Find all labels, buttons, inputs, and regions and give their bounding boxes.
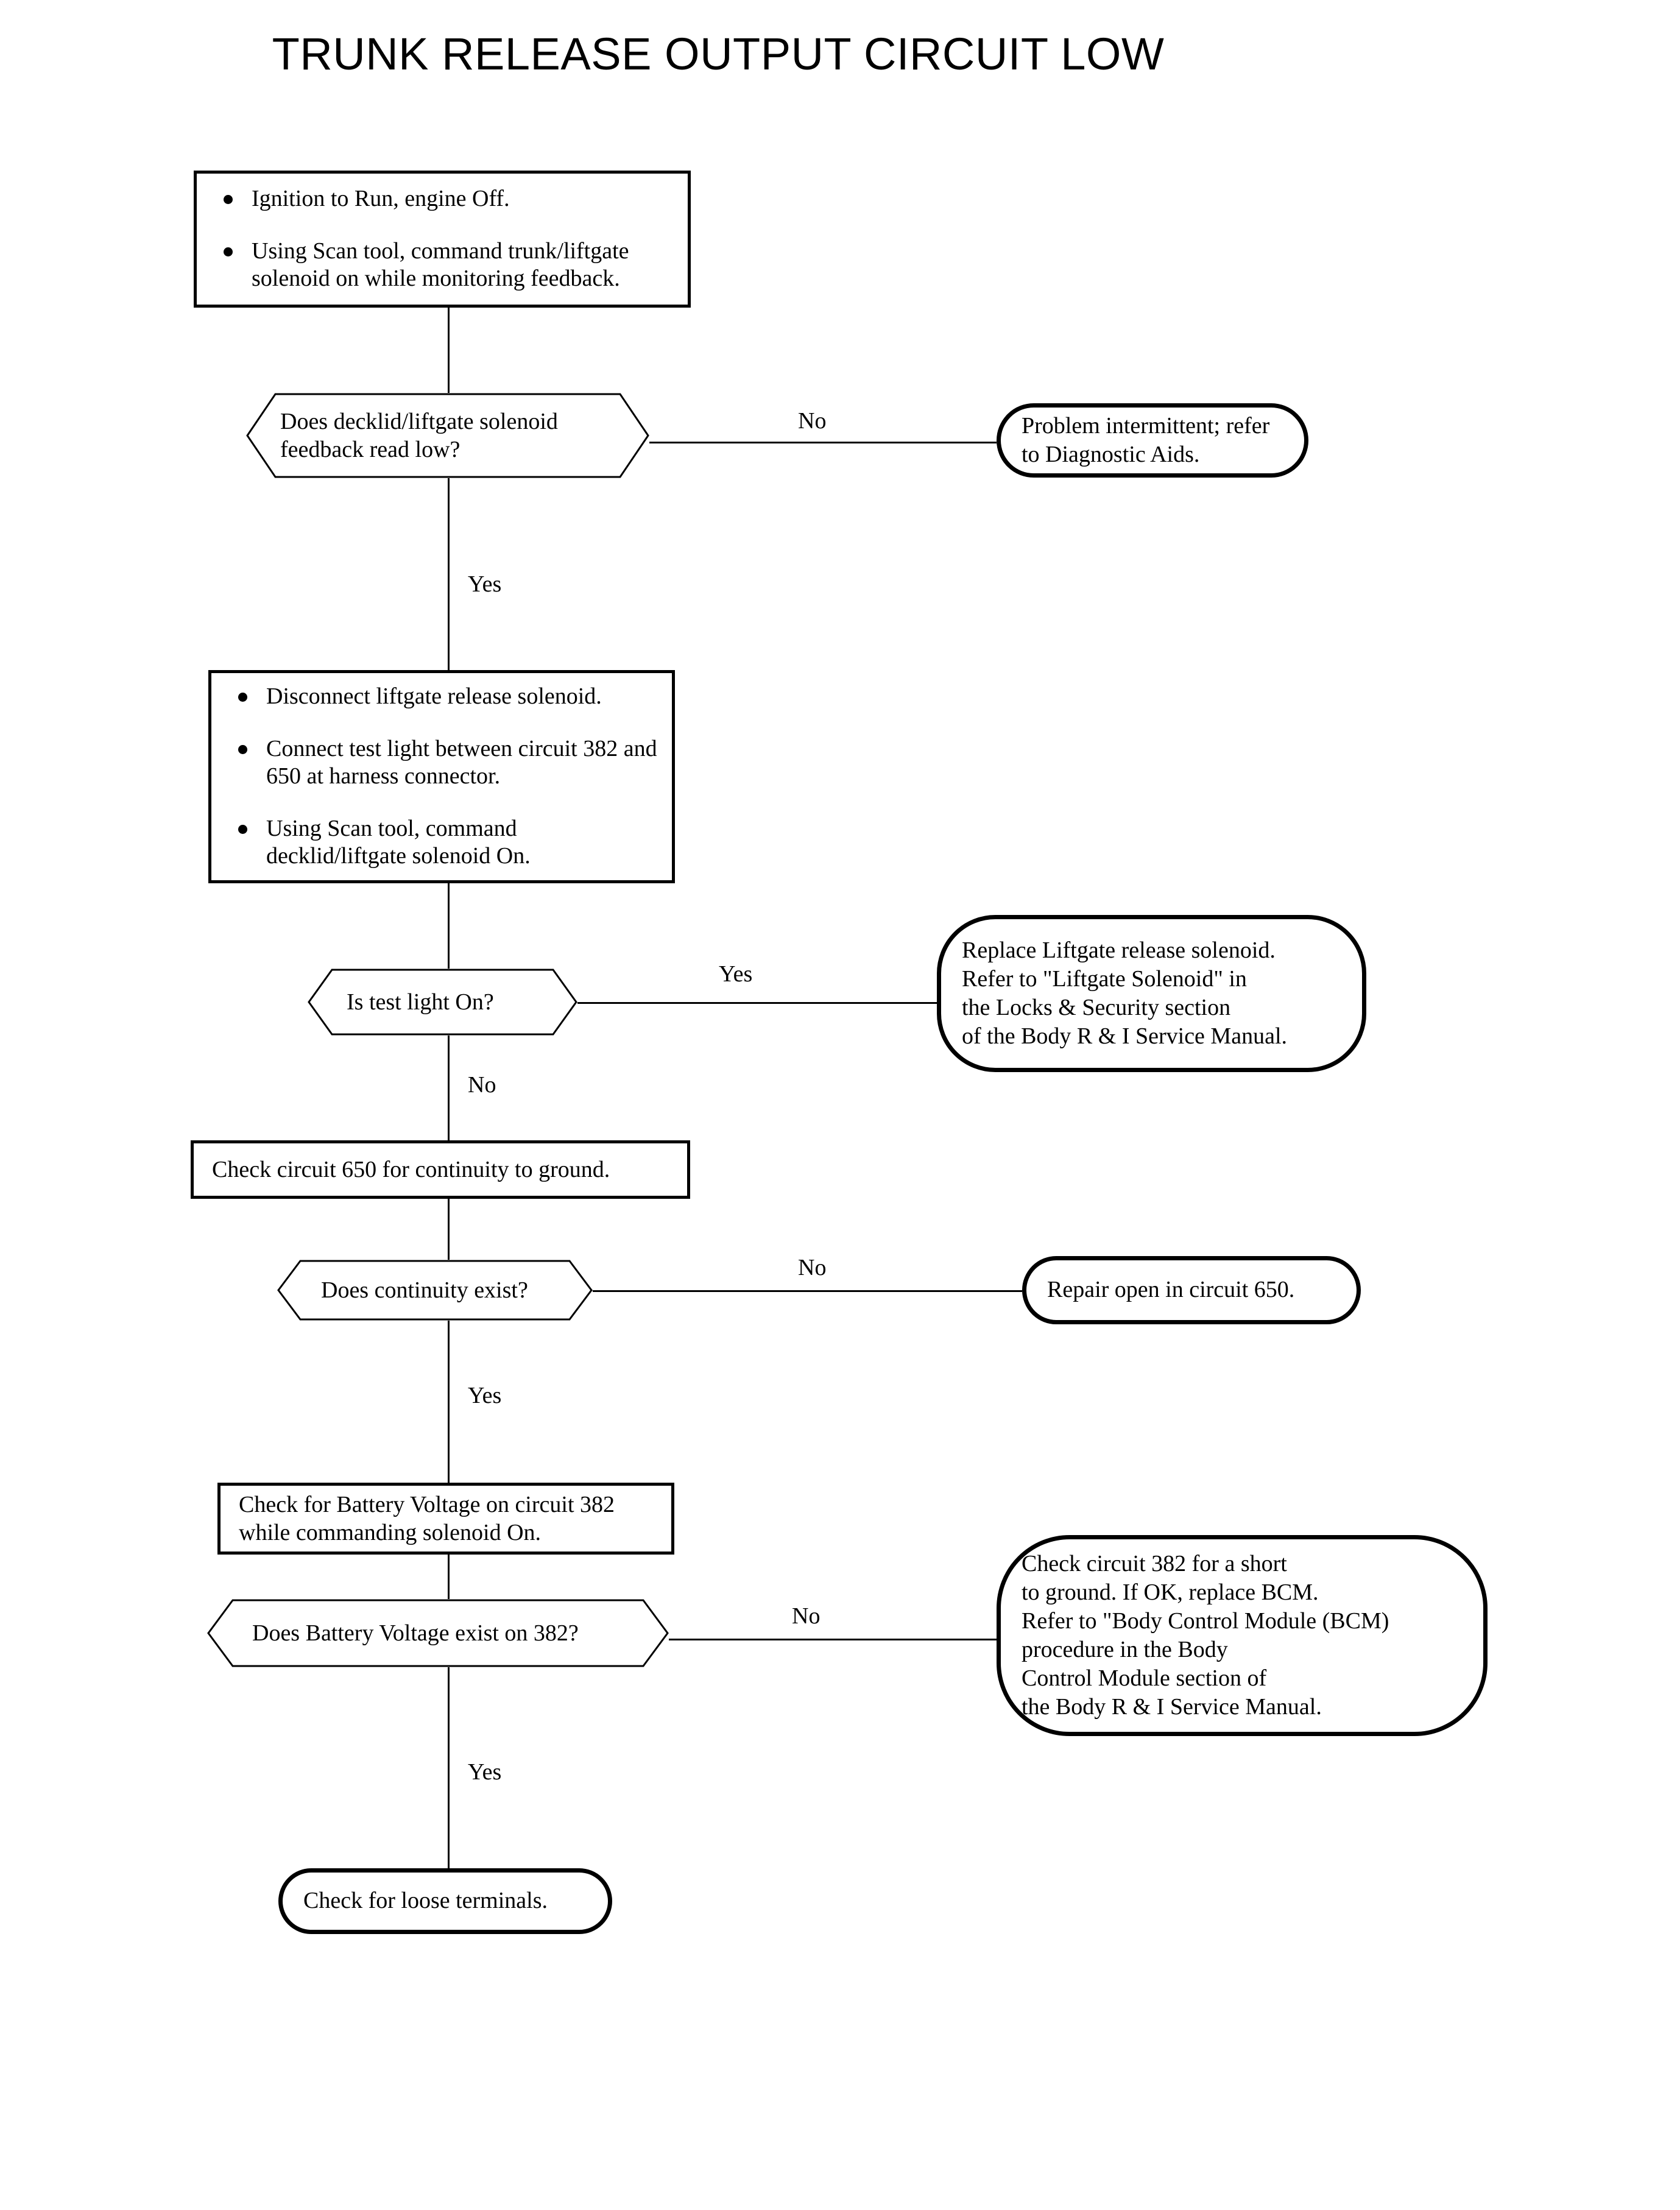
step-4-text: Check for Battery Voltage on circuit 382… <box>223 1491 669 1547</box>
connector-q4-to-t4 <box>669 1639 997 1640</box>
step-2-bullet-list: Disconnect liftgate release solenoid. Co… <box>222 683 661 870</box>
edge-label-yes-3: Yes <box>468 1383 502 1408</box>
terminator-line: Control Module section of <box>1022 1665 1267 1692</box>
connector-q4-to-t5 <box>448 1667 450 1868</box>
connector-step3-to-q3 <box>448 1199 450 1260</box>
decision-is-test-light-on[interactable]: Is test light On? <box>308 969 577 1036</box>
terminator-line: Refer to "Liftgate Solenoid" in <box>962 966 1247 992</box>
terminator-line: to ground. If OK, replace BCM. <box>1022 1579 1319 1605</box>
connector-q2-to-step3 <box>448 1036 450 1140</box>
terminator-problem-intermittent[interactable]: Problem intermittent; refer to Diagnosti… <box>997 403 1308 478</box>
terminator-line: of the Body R & I Service Manual. <box>962 1023 1288 1050</box>
connector-step1-to-q1 <box>448 308 450 393</box>
connector-step4-to-q4 <box>448 1555 450 1623</box>
bullet-icon <box>224 247 233 256</box>
terminator-line: Refer to "Body Control Module (BCM) <box>1022 1608 1389 1634</box>
edge-label-yes-4: Yes <box>468 1759 502 1785</box>
step-2-process-box[interactable]: Disconnect liftgate release solenoid. Co… <box>208 670 675 883</box>
terminator-problem-intermittent-text: Problem intermittent; refer to Diagnosti… <box>1022 412 1270 467</box>
connector-q1-to-t1 <box>649 442 997 443</box>
hexagon-shape <box>246 393 649 478</box>
step-1-bullet-1-text: Ignition to Run, engine Off. <box>252 186 510 212</box>
step-1-process-box[interactable]: Ignition to Run, engine Off. Using Scan … <box>194 171 691 308</box>
decision-solenoid-feedback-low[interactable]: Does decklid/liftgate solenoid feedback … <box>246 393 649 478</box>
connector-q3-to-step4 <box>448 1321 450 1483</box>
terminator-check-loose-terminals[interactable]: Check for loose terminals. <box>278 1868 612 1934</box>
terminator-line: Check circuit 382 for a short <box>1022 1550 1287 1576</box>
terminator-replace-liftgate-solenoid-text: Replace Liftgate release solenoid. Refer… <box>941 936 1362 1051</box>
step-1-bullet-list: Ignition to Run, engine Off. Using Scan … <box>208 185 677 293</box>
decision-battery-voltage-on-382[interactable]: Does Battery Voltage exist on 382? <box>207 1599 669 1667</box>
connector-q3-to-t3 <box>593 1290 1022 1292</box>
hexagon-shape <box>277 1260 593 1321</box>
list-item: Ignition to Run, engine Off. <box>208 185 677 213</box>
decision-is-test-light-on-label: Is test light On? <box>347 989 494 1015</box>
list-item: Using Scan tool, command trunk/liftgate … <box>208 238 677 293</box>
page-title: TRUNK RELEASE OUTPUT CIRCUIT LOW <box>272 29 1165 79</box>
step-1-bullet-2-text: Using Scan tool, command trunk/liftgate … <box>252 238 629 292</box>
step-3-process-box[interactable]: Check circuit 650 for continuity to grou… <box>191 1140 690 1199</box>
decision-solenoid-feedback-low-label: Does decklid/liftgate solenoid feedback … <box>280 408 558 462</box>
terminator-check-loose-terminals-text: Check for loose terminals. <box>303 1888 548 1914</box>
bullet-icon <box>238 693 247 702</box>
connector-step2-to-q2 <box>448 883 450 969</box>
step-3-text: Check circuit 650 for continuity to grou… <box>212 1156 610 1182</box>
connector-q2-to-t2 <box>577 1002 937 1004</box>
list-item: Using Scan tool, command decklid/liftgat… <box>222 815 661 870</box>
edge-label-no-3: No <box>798 1255 827 1280</box>
edge-label-no-2: No <box>468 1072 496 1098</box>
edge-label-yes-1: Yes <box>468 571 502 597</box>
hexagon-shape <box>308 969 577 1036</box>
terminator-repair-open-circuit-650[interactable]: Repair open in circuit 650. <box>1022 1256 1361 1324</box>
terminator-check-circuit-382-short[interactable]: Check circuit 382 for a short to ground.… <box>997 1535 1488 1736</box>
terminator-line: the Locks & Security section <box>962 995 1231 1020</box>
bullet-icon <box>238 744 247 754</box>
list-item: Connect test light between circuit 382 a… <box>222 735 661 791</box>
terminator-line: Replace Liftgate release solenoid. <box>962 937 1276 963</box>
connector-q1-to-step2 <box>448 478 450 670</box>
terminator-replace-liftgate-solenoid[interactable]: Replace Liftgate release solenoid. Refer… <box>937 915 1366 1072</box>
step-2-bullet-1-text: Disconnect liftgate release solenoid. <box>266 683 602 710</box>
bullet-icon <box>238 824 247 834</box>
step-2-bullet-2-text: Connect test light between circuit 382 a… <box>266 735 657 789</box>
list-item: Disconnect liftgate release solenoid. <box>222 683 661 711</box>
terminator-repair-open-circuit-650-text: Repair open in circuit 650. <box>1047 1277 1295 1303</box>
terminator-check-circuit-382-short-text: Check circuit 382 for a short to ground.… <box>1001 1550 1483 1722</box>
decision-does-continuity-exist[interactable]: Does continuity exist? <box>277 1260 593 1321</box>
edge-label-no-4: No <box>792 1603 821 1629</box>
step-2-bullet-3-text: Using Scan tool, command decklid/liftgat… <box>266 815 531 869</box>
edge-label-yes-2: Yes <box>719 961 753 987</box>
step-4-process-box[interactable]: Check for Battery Voltage on circuit 382… <box>217 1483 674 1555</box>
decision-battery-voltage-on-382-label: Does Battery Voltage exist on 382? <box>252 1620 579 1646</box>
decision-does-continuity-exist-label: Does continuity exist? <box>321 1277 528 1303</box>
step-4-line: Check for Battery Voltage on circuit 382 <box>239 1491 615 1517</box>
terminator-line: procedure in the Body <box>1022 1637 1228 1662</box>
terminator-line: the Body R & I Service Manual. <box>1022 1694 1322 1720</box>
step-4-line: while commanding solenoid On. <box>239 1520 542 1545</box>
bullet-icon <box>224 195 233 205</box>
edge-label-no-1: No <box>798 408 827 434</box>
hexagon-shape <box>207 1599 669 1667</box>
